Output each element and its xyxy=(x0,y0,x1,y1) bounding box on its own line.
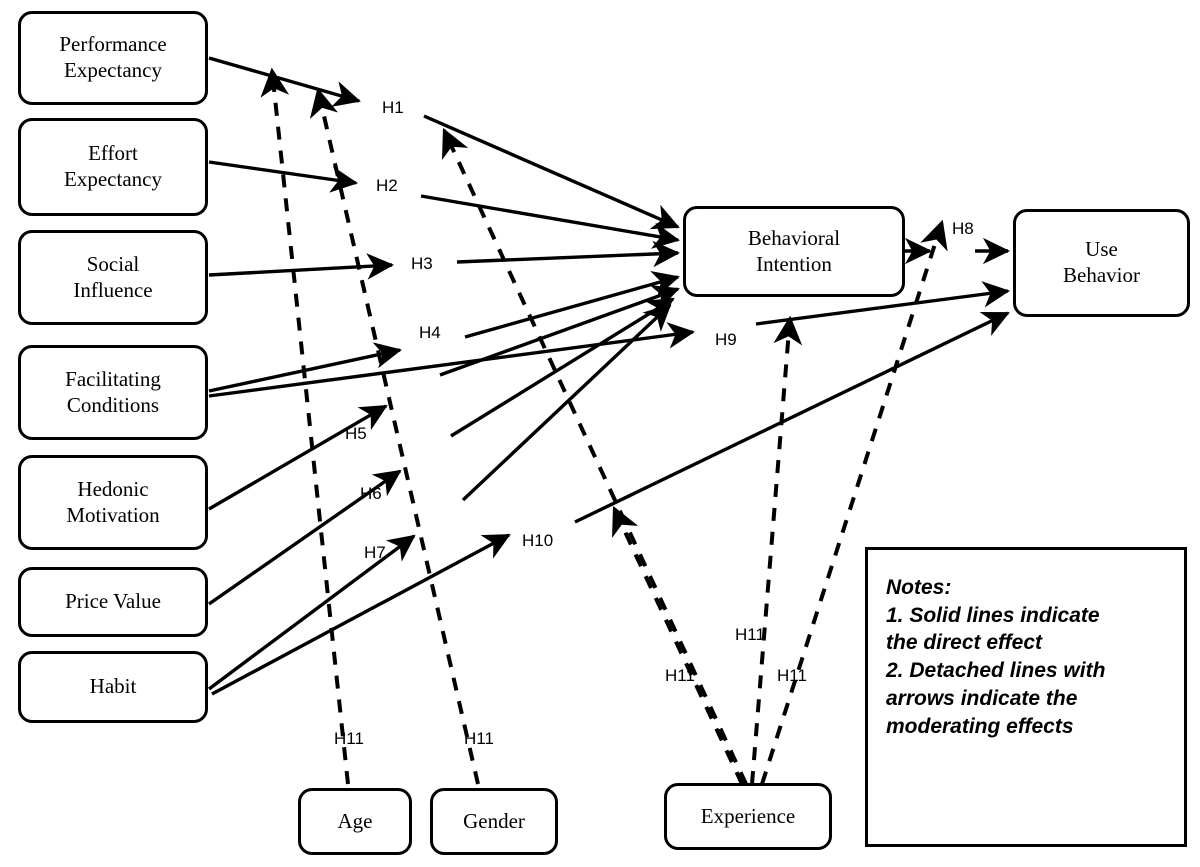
node-price-value[interactable]: Price Value xyxy=(18,567,208,637)
notes-line-3: 2. Detached lines with xyxy=(886,659,1106,683)
edge-pe-to-bi-2 xyxy=(423,114,680,230)
node-label-line1: Behavioral xyxy=(747,225,841,250)
node-performance-expectancy[interactable]: Performance Expectancy xyxy=(18,11,208,105)
node-label-line1: Performance xyxy=(59,32,167,57)
hypothesis-label-h2: H2 xyxy=(376,176,398,195)
edge-fc-to-bi xyxy=(208,342,402,393)
node-behavioral-intention[interactable]: Behavioral Intention xyxy=(683,206,905,297)
node-label-line1: Gender xyxy=(463,808,525,833)
edge-pv-to-bi-2 xyxy=(450,297,675,438)
edge-habit-to-ub xyxy=(211,533,511,696)
node-label-line2: Behavior xyxy=(1063,263,1140,287)
edge-si-to-bi-2 xyxy=(456,240,681,268)
node-label-line1: Hedonic xyxy=(77,476,149,501)
hypothesis-label-h4: H4 xyxy=(419,323,441,342)
notes-title: Notes: xyxy=(886,576,952,599)
node-habit[interactable]: Habit xyxy=(18,651,208,723)
hypothesis-label-h8: H8 xyxy=(952,219,974,238)
node-experience[interactable]: Experience xyxy=(664,783,832,850)
node-hedonic-motivation[interactable]: Hedonic Motivation xyxy=(18,455,208,550)
hypothesis-label-h11e: H11 xyxy=(777,666,807,685)
edge-hm-to-bi-2 xyxy=(439,285,680,377)
node-label-line1: Habit xyxy=(89,674,137,699)
node-social-influence[interactable]: Social Influence xyxy=(18,230,208,325)
mod-exp-h11-h9 xyxy=(750,315,803,785)
hypothesis-label-h7: H7 xyxy=(364,543,386,562)
hypothesis-label-h11d: H11 xyxy=(735,625,765,644)
node-label-line1: Social xyxy=(86,251,140,276)
hypothesis-label-h9: H9 xyxy=(715,330,737,349)
notes-line-2: the direct effect xyxy=(886,631,1042,655)
node-label-line1: Effort xyxy=(88,141,138,166)
edge-ee-to-bi-2 xyxy=(420,194,681,249)
edge-ee-to-bi xyxy=(208,160,359,193)
hypothesis-label-h1: H1 xyxy=(382,98,404,117)
hypothesis-label-h6: H6 xyxy=(360,484,382,503)
notes-line-4: arrows indicate the xyxy=(886,686,1078,710)
edge-si-to-bi xyxy=(208,253,395,280)
mod-gender-h11 xyxy=(309,87,480,785)
node-label-line2: Intention xyxy=(756,251,832,276)
node-label-line1: Use xyxy=(1085,237,1118,262)
node-label-line2: Expectancy xyxy=(64,58,162,82)
notes-line-5: moderating effects xyxy=(886,714,1074,738)
hypothesis-label-h11a: H11 xyxy=(334,729,364,748)
edge-habit-to-bi-2 xyxy=(461,303,672,502)
node-label-line2: Conditions xyxy=(66,392,160,417)
notes-legend-box: Notes: 1. Solid lines indicate the direc… xyxy=(865,547,1187,847)
node-age[interactable]: Age xyxy=(298,788,412,855)
edge-habit-to-ub-2 xyxy=(574,311,1010,524)
node-label-line2: Influence xyxy=(73,277,153,302)
node-gender[interactable]: Gender xyxy=(430,788,558,855)
mod-exp-h11-left xyxy=(612,505,744,785)
node-facilitating-conditions[interactable]: Facilitating Conditions xyxy=(18,345,208,440)
edge-fc-to-ub xyxy=(208,322,696,398)
edge-fc-to-bi-2 xyxy=(464,271,680,339)
hypothesis-label-h10: H10 xyxy=(522,531,554,550)
moderating-effect-edges xyxy=(260,67,948,785)
mod-age-h11 xyxy=(260,67,350,785)
node-label-line1: Age xyxy=(337,808,373,833)
node-effort-expectancy[interactable]: Effort Expectancy xyxy=(18,118,208,216)
node-use-behavior[interactable]: Use Behavior xyxy=(1013,209,1190,317)
notes-line-1: 1. Solid lines indicate xyxy=(886,603,1100,627)
hypothesis-label-h11b: H11 xyxy=(464,729,494,748)
hypothesis-label-h3: H3 xyxy=(411,254,433,273)
node-label-line1: Facilitating xyxy=(65,366,161,391)
node-label-line2: Expectancy xyxy=(64,167,162,191)
node-label-line2: Motivation xyxy=(66,502,160,527)
hypothesis-label-h5: H5 xyxy=(345,424,367,443)
hypothesis-label-h11c: H11 xyxy=(665,666,695,685)
edge-pe-to-bi xyxy=(208,56,361,107)
node-label-line1: Price Value xyxy=(65,589,161,614)
node-label-line1: Experience xyxy=(700,803,796,828)
